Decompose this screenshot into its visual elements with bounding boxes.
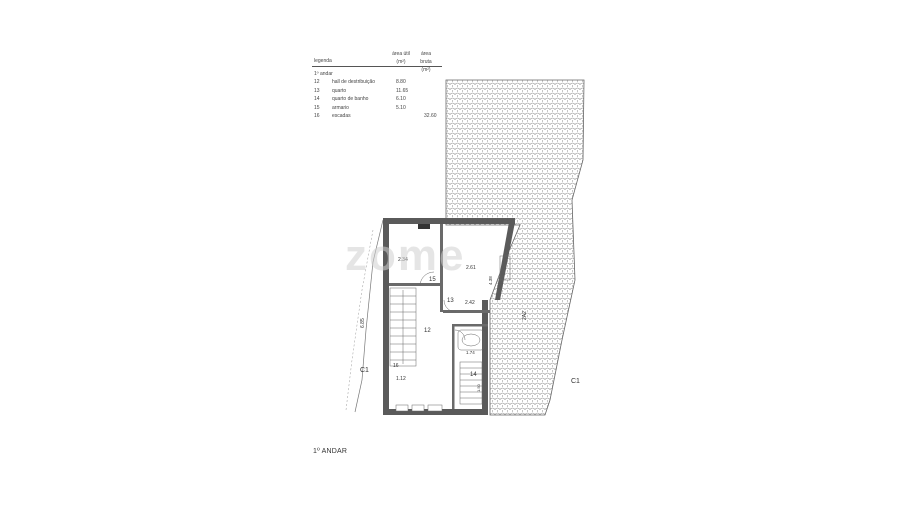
dimension-label: 2.34	[398, 257, 408, 263]
room-label-13: 13	[447, 298, 454, 304]
door-swings	[395, 271, 466, 412]
legend-row: 14 quarto de banho 6.10	[312, 96, 442, 105]
area-legend-table: legenda área útil (m²) área bruta (m²) 1…	[312, 44, 442, 122]
legend-row-number: 12	[314, 79, 320, 85]
legend-row-util: 8.80	[396, 79, 406, 85]
dimension-label: 2.42	[465, 300, 475, 306]
dimension-label: 2.61	[466, 265, 476, 271]
legend-floor-label: 1º andar	[314, 71, 333, 77]
section-mark-c1-right: C1	[571, 378, 580, 385]
dimension-label: 6.85	[360, 318, 366, 328]
roof-label: 2A2	[522, 311, 528, 320]
closet-unit	[499, 255, 511, 281]
legend-row-name: quarto	[332, 87, 347, 94]
legend-row: 16 escadas 32.60	[312, 113, 442, 122]
dimension-label: 1.12	[396, 376, 406, 382]
zome-watermark: zome	[345, 231, 465, 280]
legend-row-number: 16	[314, 113, 320, 120]
legend-row-bruta: 32.60	[424, 113, 437, 120]
legend-row-number: 15	[314, 104, 320, 111]
bathroom-fixtures	[457, 329, 485, 405]
legend-header-bruta: área bruta (m²)	[420, 51, 432, 73]
dimension-label: 1.74	[466, 350, 475, 355]
legend-header-label: legenda	[314, 58, 332, 64]
room-label-12: 12	[424, 328, 431, 334]
neighbour-wall-strip	[345, 219, 384, 413]
section-mark-c1-left: C1	[360, 367, 369, 374]
legend-row-name: escadas	[332, 113, 351, 120]
dimension-label: 4.38	[488, 276, 493, 285]
roof-tiles-area	[445, 79, 585, 416]
dimension-label: 1.50	[476, 383, 481, 392]
legend-row-number: 13	[314, 87, 320, 94]
legend-header: legenda área útil (m²) área bruta (m²)	[312, 44, 442, 73]
legend-row: 15 armario 5.10	[312, 105, 442, 114]
legend-row-name: hall de destribuição	[332, 79, 376, 85]
outer-walls	[383, 218, 515, 415]
staircase	[389, 287, 417, 367]
room-label-14: 14	[470, 372, 477, 378]
floor-title: 1º ANDAR	[313, 448, 348, 455]
legend-row-util: 5.10	[396, 104, 406, 111]
legend-row-name: armario	[332, 104, 349, 111]
room-label-15: 15	[429, 277, 436, 283]
legend-row-name: quarto de banho	[332, 96, 369, 103]
legend-row-util: 11.65	[396, 87, 409, 94]
legend-row: 12 hall de destribuição 8.80	[312, 79, 442, 88]
top-window	[418, 224, 430, 229]
legend-row: 13 quarto 11.65	[312, 88, 442, 97]
room-label-16: 16	[393, 363, 399, 369]
legend-row-number: 14	[314, 96, 320, 103]
interior-walls	[389, 224, 490, 409]
legend-header-util: área útil (m²)	[392, 51, 410, 65]
legend-row-util: 6.10	[396, 96, 406, 103]
